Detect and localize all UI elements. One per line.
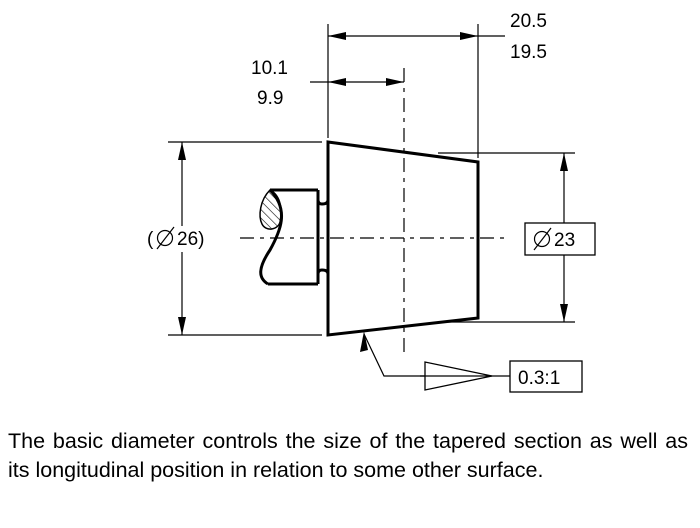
basic-dimension-frame: [524, 222, 596, 256]
length-lower-limit: 19.5: [510, 42, 547, 63]
tapered-section-outline: [326, 140, 480, 337]
shaft-stub: [259, 188, 330, 286]
position-dimension: 10.1 9.9: [251, 58, 404, 109]
figure-caption: The basic diameter controls the size of …: [8, 429, 688, 482]
diameter-symbol-icon: [156, 226, 175, 250]
extension-lines: [168, 24, 575, 336]
shaft-break-line: [259, 188, 284, 286]
diameter-symbol-icon: [533, 227, 552, 251]
basic-diameter-value: 23: [554, 230, 575, 251]
basic-diameter-dimension: 23: [524, 153, 596, 322]
reference-diameter-value: 26): [177, 229, 204, 250]
length-dimension: 20.5 19.5: [328, 11, 547, 63]
tapered-part-drawing: 20.5 19.5 10.1 9.9 ( 26) 23: [147, 11, 596, 393]
reference-diameter-open-paren: (: [147, 229, 154, 250]
taper-symbol-icon: [420, 361, 510, 391]
position-lower-limit: 9.9: [257, 88, 283, 109]
taper-ratio-value: 0.3:1: [518, 368, 560, 389]
taper-callout: 0.3:1: [360, 331, 583, 393]
reference-diameter-dimension: ( 26): [147, 142, 204, 335]
shaft-section-hatch: [259, 189, 282, 230]
position-upper-limit: 10.1: [251, 58, 288, 79]
length-upper-limit: 20.5: [510, 11, 547, 32]
taper-ratio-frame: [509, 360, 583, 393]
